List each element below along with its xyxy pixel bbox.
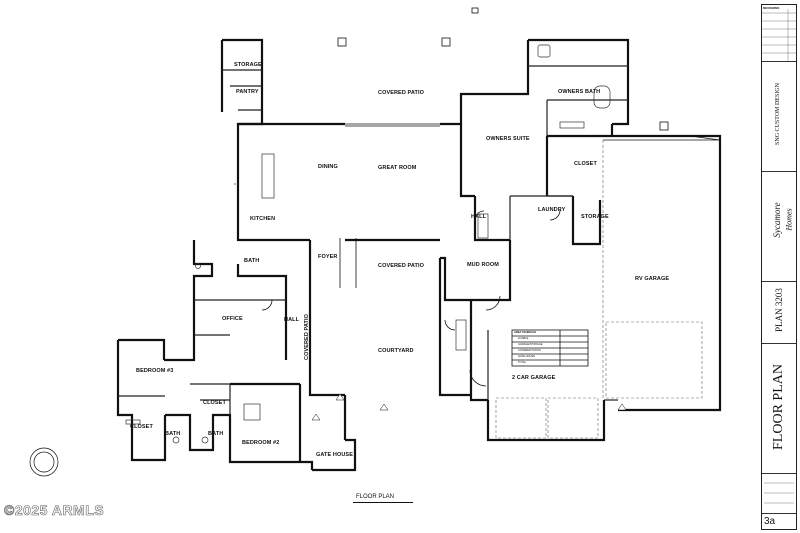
revisions-heading: REVISIONS [763, 6, 780, 10]
revisions-box: REVISIONS [762, 5, 796, 62]
company-name: SNG CUSTOM DESIGN [775, 83, 781, 145]
room-bath-left: BATH [165, 431, 181, 437]
room-closet-bedroom3: CLOSET [130, 424, 153, 430]
sheet-title-box: FLOOR PLAN [762, 343, 796, 474]
room-pantry: PANTRY [236, 89, 259, 95]
garage-doors [495, 140, 703, 439]
room-covered-patio-mid: COVERED PATIO [378, 263, 425, 269]
sheet-number: 3a [764, 516, 776, 527]
room-hall-mid: HALL [284, 317, 300, 323]
brand-line-2: Homes [784, 208, 794, 231]
watermark: ©2025 ARMLS [4, 502, 105, 519]
area-schedule-table [511, 329, 589, 367]
room-owners-bath: OWNERS BATH [558, 89, 601, 95]
room-storage-right: STORAGE [581, 214, 609, 220]
area-schedule-row: COVERED PATIOS [518, 349, 541, 352]
room-bedroom-3: BEDROOM #3 [136, 368, 174, 374]
sheet-info-box [762, 473, 796, 514]
room-kitchen: KITCHEN [250, 216, 276, 222]
room-foyer: FOYER [318, 254, 338, 260]
area-schedule-row: LIVABLE [518, 337, 529, 340]
plan-caption-underline [353, 502, 413, 503]
room-laundry: LAUNDRY [538, 207, 566, 213]
room-storage-top: STORAGE [234, 62, 262, 68]
windows-doors [261, 7, 721, 387]
area-schedule-row: GARAGE/STORAGE [518, 343, 543, 346]
room-bedroom-2: BEDROOM #2 [242, 440, 280, 446]
room-gate-house: GATE HOUSE [316, 452, 353, 458]
room-courtyard: COURTYARD [378, 348, 414, 354]
room-office: OFFICE [222, 316, 243, 322]
designer-box: SNG CUSTOM DESIGN [762, 61, 796, 172]
floor-plan-linework [29, 7, 722, 477]
plan-number-box: PLAN 3203 [762, 281, 796, 344]
room-great-room: GREAT ROOM [378, 165, 417, 171]
brand-box: Sycamore Homes [762, 171, 796, 282]
room-bath-right: BATH [208, 431, 224, 437]
room-rv-garage: RV GARAGE [635, 276, 670, 282]
sheet-title: FLOOR PLAN [771, 364, 786, 450]
room-bath-top: BATH [244, 258, 260, 264]
room-covered-patio-vertical: COVERED PATIO [304, 313, 310, 360]
fixtures [125, 44, 611, 444]
room-covered-patio-top: COVERED PATIO [378, 90, 425, 96]
room-two-car-garage: 2 CAR GARAGE [512, 375, 556, 381]
structural-stamp [29, 447, 59, 477]
plan-caption: FLOOR PLAN [356, 494, 395, 500]
plan-number: PLAN 3203 [774, 288, 784, 332]
interior-walls [118, 65, 628, 415]
area-schedule-row: GATE HOUSE [518, 355, 535, 358]
title-block: REVISIONS SNG CUSTOM DESIGN Sycamore Hom… [761, 4, 797, 530]
room-closet-owner: CLOSET [574, 161, 597, 167]
room-mud-room: MUD ROOM [467, 262, 499, 268]
brand-line-1: Sycamore [772, 202, 782, 238]
room-hall-top: HALL [471, 214, 487, 220]
sheet-info-lines [764, 482, 794, 504]
area-schedule-row: TOTAL [518, 361, 527, 364]
room-owners-suite: OWNERS SUITE [486, 136, 530, 142]
area-schedule-title: AREA SCHEDULE [514, 331, 537, 334]
revisions-grid [762, 9, 796, 61]
room-dining: DINING [318, 164, 338, 170]
grade-markers [311, 393, 627, 421]
room-closet-mid: CLOSET [203, 400, 226, 406]
exterior-walls [116, 38, 722, 472]
